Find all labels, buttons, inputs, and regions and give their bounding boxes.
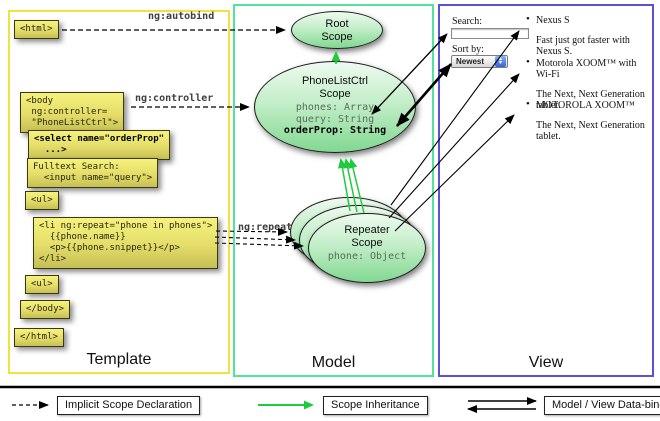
code-box-ul-open: <ul> [25,191,59,210]
view-mockup: Search: Sort by: Newest ▲▼ •Nexus S Fast… [438,4,650,373]
root-scope-ellipse: Root Scope [291,11,383,49]
model-column: Model [233,4,434,377]
phonelistctrl-scope-title: PhoneListCtrl Scope [301,75,369,100]
list-item: •MOTOROLA XOOM™ The Next, Next Generatio… [526,98,648,143]
search-label: Search: [452,16,482,27]
list-item: •Motorola XOOM™ with Wi-Fi The Next, Nex… [526,56,648,112]
scope-prop-phone: phone: Object [327,251,407,262]
sort-select-value: Newest [456,57,485,66]
item-name: •Nexus S [526,13,570,27]
item-desc: The Next, Next Generation tablet. [536,120,645,142]
item-desc: The Next, Next Generation tablet. [536,89,645,111]
code-box-fulltext: Fulltext Search: <input name="query"> [27,158,159,188]
code-box-body-close: </body> [20,300,70,319]
ng-autobind-label: ng:autobind [148,11,215,22]
legend-implicit-scope: Implicit Scope Declaration [57,396,201,415]
sort-select[interactable]: Newest ▲▼ [451,55,508,68]
code-box-html-open: <html> [14,20,59,39]
search-input[interactable] [451,28,529,39]
repeater-scope-title: Repeater Scope [344,224,390,249]
code-box-body-open: <body ng:controller= "PhoneListCtrl"> [20,92,125,133]
item-desc: Fast just got faster with Nexus S. [536,35,630,57]
legend-scope-inheritance: Scope Inheritance [323,396,428,415]
bullet-icon: • [526,13,530,25]
code-box-html-close: </html> [14,328,64,347]
scope-prop-orderprop: orderProp: String [283,125,387,136]
template-column-label: Template [86,351,152,368]
model-column-label: Model [311,354,356,371]
scope-prop-phones: phones: Array [295,102,375,113]
item-name: •MOTOROLA XOOM™ [526,98,635,112]
stepper-icon: ▲▼ [495,56,506,67]
legend-data-binding: Model / View Data-binding [544,396,660,415]
repeater-scope-ellipse: Repeater Scope phone: Object [308,213,426,283]
phonelistctrl-scope-ellipse: PhoneListCtrl Scope phones: Array query:… [254,61,416,153]
code-box-li-repeat: <li ng:repeat="phone in phones"> {{phone… [33,217,219,269]
ng-controller-label: ng:controller [135,93,214,104]
code-box-select: <select name="orderProp" ...> [28,130,171,160]
code-box-ul-close: <ul> [25,275,59,294]
bullet-icon: • [526,56,530,68]
root-scope-title: Root Scope [321,18,353,43]
view-column-label: View [528,354,564,371]
sort-by-label: Sort by: [452,44,484,55]
scope-prop-query: query: String [295,113,375,125]
bullet-icon: • [526,98,530,110]
ng-repeat-label: ng:repeat [238,222,293,233]
item-name: •Motorola XOOM™ with Wi-Fi [526,56,637,81]
list-item: •Nexus S Fast just got faster with Nexus… [526,13,648,58]
